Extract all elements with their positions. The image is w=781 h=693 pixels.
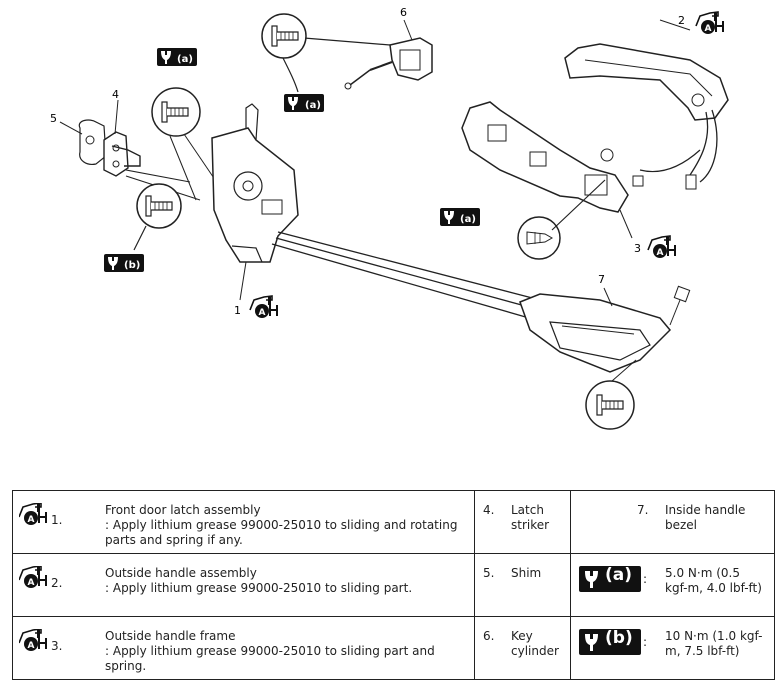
torque-a-icon: (a) [579,566,641,592]
grease-symbol-1 [249,295,278,319]
item-description: Front door latch assembly : Apply lithiu… [105,503,458,547]
item-description: Key cylinder [511,629,559,658]
item-description: Outside handle assembly : Apply lithium … [105,566,413,595]
item-number: 7. [637,503,649,517]
item-number: 5. [483,566,495,580]
callout-3: 3 [634,242,641,255]
torque-badge-a-right: (a) [440,208,480,226]
svg-text:(a): (a) [460,214,476,225]
torque-b-icon: (b) [579,629,641,655]
item-description: Shim [511,566,542,580]
legend-row-1: 1. Front door latch assembly : Apply lit… [12,490,775,554]
latch-cables [271,231,541,321]
torque-a-value: 5.0 N·m (0.5 kgf-m, 4.0 lbf-ft) [665,566,762,595]
grease-symbol-3 [647,235,676,259]
grease-icon [19,503,47,526]
callout-6: 6 [400,6,407,19]
callout-7: 7 [598,273,605,286]
latch-striker [103,131,141,177]
item-number: 1. [51,513,63,527]
item-number: 6. [483,629,495,643]
callout-2: 2 [678,14,685,27]
inside-handle-bezel [519,285,691,373]
callout-4: 4 [112,88,119,101]
grease-icon [19,629,47,652]
exploded-view-diagram: A 6 (a) [50,6,729,430]
outside-handle-frame [461,101,701,213]
item-number: 2. [51,576,63,590]
legend-row-2: 2. Outside handle assembly : Apply lithi… [12,553,775,617]
legend-row-3: 3. Outside handle frame : Apply lithium … [12,616,775,680]
outside-handle-assembly [564,43,729,190]
item-number: 3. [51,639,63,653]
callout-1: 1 [234,304,241,317]
shim [78,119,107,165]
item-description: Outside handle frame : Apply lithium gre… [105,629,435,673]
torque-b-value: 10 N·m (1.0 kgf-m, 7.5 lbf-ft) [665,629,763,658]
torque-badge-a-left: (a) [157,48,197,66]
item-number: 4. [483,503,495,517]
svg-text:(a): (a) [177,54,193,65]
torque-badge-b: (b) [104,254,144,272]
key-cylinder [344,37,433,90]
item-description: Latch striker [511,503,550,532]
grease-symbol-2 [695,11,724,35]
callout-5: 5 [50,112,57,125]
front-door-latch-assembly [211,103,299,263]
legend-table: 1. Front door latch assembly : Apply lit… [12,490,775,680]
svg-text:(b): (b) [124,260,140,271]
grease-icon [19,566,47,589]
svg-text:(a): (a) [305,100,321,111]
item-description: Inside handle bezel [665,503,746,532]
torque-badge-a-top: (a) [284,94,324,112]
